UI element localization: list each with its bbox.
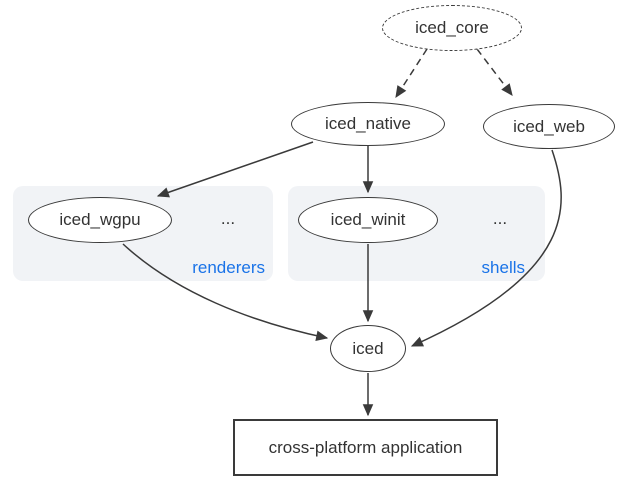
node-iced-core-label: iced_core: [415, 18, 489, 37]
node-iced-native-label: iced_native: [324, 114, 411, 133]
node-iced-winit: iced_winit: [298, 197, 438, 243]
node-iced: iced: [330, 325, 406, 372]
group-label-renderers: renderers: [192, 258, 265, 277]
node-iced-core: iced_core: [382, 5, 522, 51]
shells-ellipsis: ...: [492, 209, 508, 228]
node-iced-web-label: iced_web: [513, 116, 585, 136]
renderers-ellipsis: ...: [220, 209, 236, 228]
node-iced-wgpu: iced_wgpu: [28, 197, 172, 243]
node-iced-web: iced_web: [483, 104, 615, 149]
group-label-shells: shells: [481, 258, 525, 277]
node-cross-platform-application: cross-platform application: [233, 419, 498, 476]
node-iced-native: iced_native: [291, 102, 445, 146]
edge-iced-core-to-iced-web: [476, 48, 513, 96]
edge-iced-core-to-iced-native: [395, 48, 428, 99]
node-iced-wgpu-label: iced_wgpu: [59, 210, 141, 229]
node-iced-label: iced: [352, 338, 384, 358]
node-app-label: cross-platform application: [268, 437, 463, 457]
node-iced-winit-label: iced_winit: [330, 210, 406, 229]
